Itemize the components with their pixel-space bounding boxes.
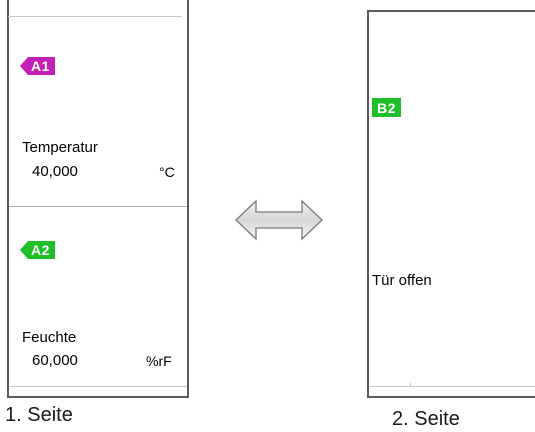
divider [9,386,187,387]
channel-a1-unit: °C [159,164,175,180]
divider [9,206,187,207]
channel-b2-label: Tür offen [372,272,432,289]
page-2-panel [367,10,535,398]
divider [370,386,535,387]
channel-b2-badge[interactable]: B2 [372,98,401,117]
tag-arrow-icon [20,241,28,259]
divider-tick [410,383,411,387]
double-headed-arrow-icon [235,199,323,241]
page-1-caption: 1. Seite [5,404,73,426]
channel-a2-unit: %rF [146,353,172,369]
channel-a2-badge[interactable]: A2 [20,241,55,259]
channel-a1-badge[interactable]: A1 [20,57,55,75]
channel-a1-value: 40,000 [32,163,78,180]
divider [8,16,182,17]
channel-a2-value: 60,000 [32,352,78,369]
tag-arrow-icon [20,57,28,75]
channel-a1-label: Temperatur [22,139,98,156]
page-2-caption: 2. Seite [392,408,460,430]
channel-a2-label: Feuchte [22,329,77,346]
